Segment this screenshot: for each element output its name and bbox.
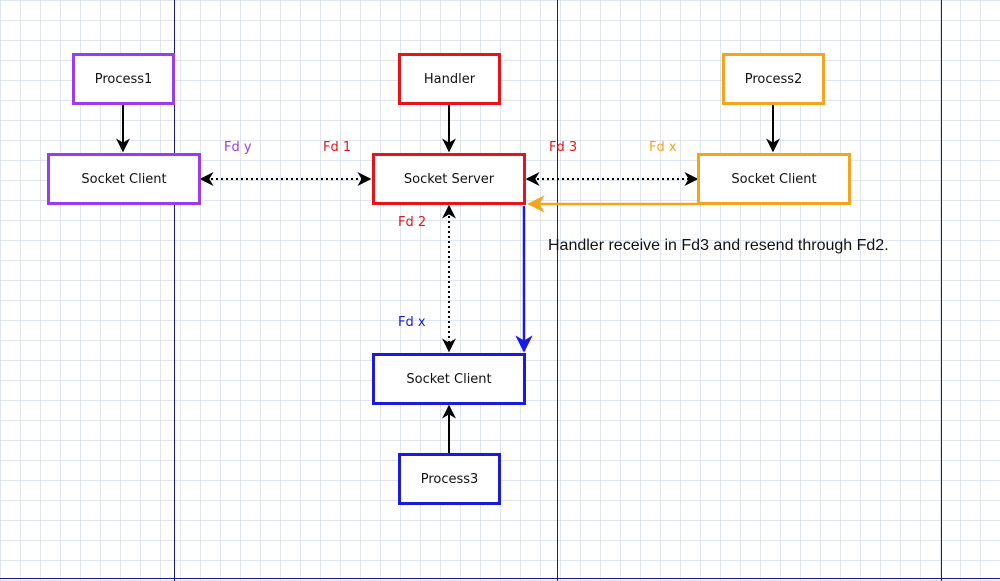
handler-node[interactable]: Handler [398, 53, 501, 105]
node-label: Handler [423, 71, 476, 87]
page-boundary-line [0, 578, 1000, 579]
process3-node[interactable]: Process3 [398, 453, 501, 505]
page-boundary-line [174, 0, 175, 581]
socket-client-right-node[interactable]: Socket Client [697, 153, 851, 205]
label-fd-2: Fd 2 [398, 215, 427, 230]
node-label: Process1 [94, 71, 153, 87]
node-label: Socket Client [81, 171, 167, 187]
socket-client-left-node[interactable]: Socket Client [47, 153, 201, 205]
socket-client-bottom-node[interactable]: Socket Client [372, 353, 526, 405]
node-label: Process2 [744, 71, 803, 87]
label-fd-y: Fd y [224, 140, 252, 155]
process2-node[interactable]: Process2 [722, 53, 825, 105]
node-label: Socket Server [403, 171, 495, 187]
label-fd-x-right: Fd x [649, 140, 677, 155]
page-boundary-line [557, 0, 558, 581]
label-fd-1: Fd 1 [323, 140, 352, 155]
socket-server-node[interactable]: Socket Server [372, 153, 526, 205]
label-fd-3: Fd 3 [549, 140, 578, 155]
node-label: Process3 [420, 471, 479, 487]
node-label: Socket Client [731, 171, 817, 187]
page-boundary-line [941, 0, 942, 581]
handler-note-text: Handler receive in Fd3 and resend throug… [548, 237, 889, 254]
label-fd-x-bottom: Fd x [398, 315, 426, 330]
process1-node[interactable]: Process1 [72, 53, 175, 105]
node-label: Socket Client [406, 371, 492, 387]
